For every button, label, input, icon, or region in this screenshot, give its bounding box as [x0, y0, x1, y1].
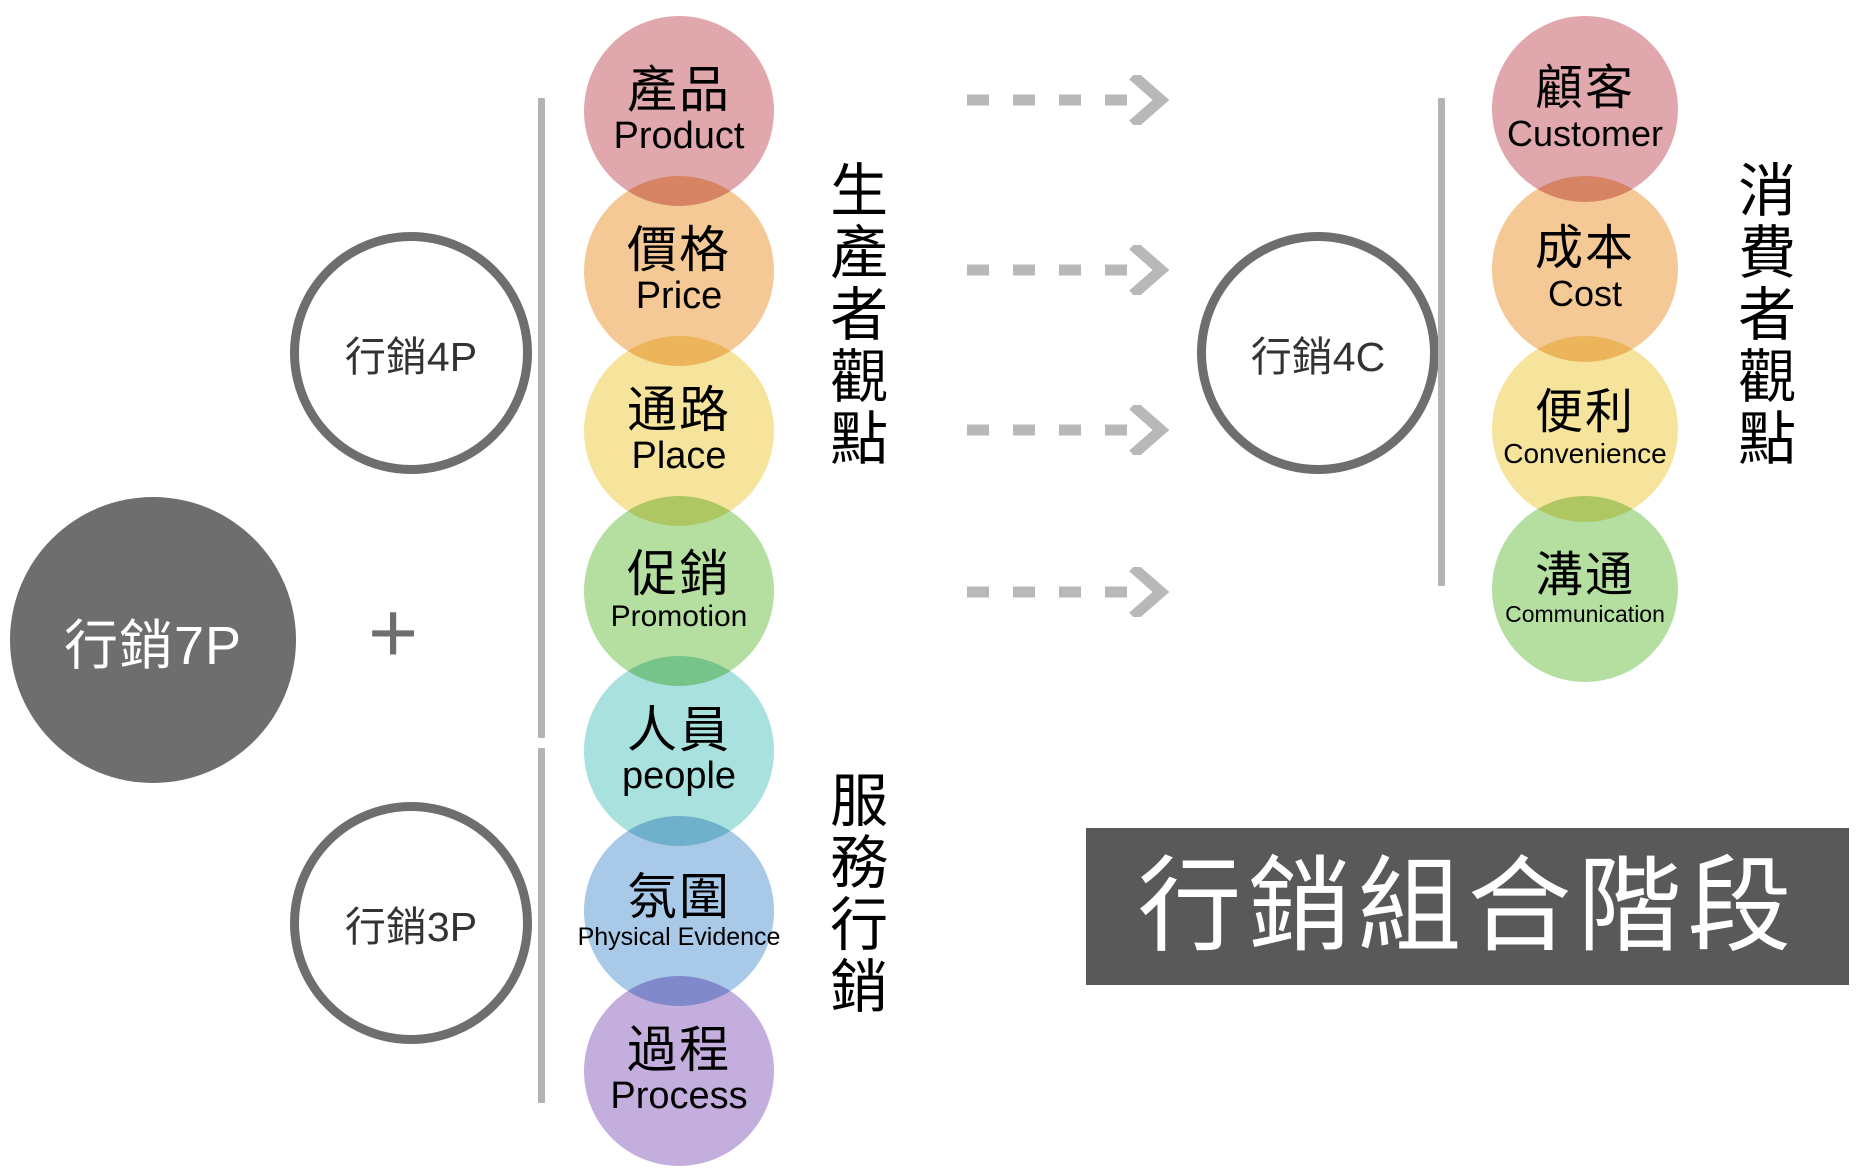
- bubble-customer: 顧客 Customer: [1492, 16, 1678, 202]
- bubble-communication-zh: 溝通: [1534, 548, 1635, 602]
- bubble-place-zh: 通路: [627, 382, 731, 439]
- group-ring-4c-label: 行銷4C: [1250, 334, 1386, 380]
- bracket-bar-4c: [1438, 98, 1445, 586]
- bubble-product-zh: 產品: [627, 62, 731, 119]
- bubble-customer-en: Customer: [1506, 113, 1664, 155]
- bracket-bar-3p: [538, 748, 545, 1103]
- bubble-communication-en: Communication: [1505, 600, 1665, 627]
- bubble-process: 過程 Process: [584, 976, 774, 1166]
- plus-sign: +: [368, 585, 419, 681]
- side-label-producer-view: 生產者觀點: [821, 160, 887, 470]
- bubble-price: 價格 Price: [584, 176, 774, 366]
- side-label-service-marketing: 服務行銷: [821, 770, 887, 1018]
- bubble-place: 通路 Place: [584, 336, 774, 526]
- bubble-process-zh: 過程: [627, 1022, 731, 1079]
- bubble-product-en: Product: [613, 115, 745, 158]
- bubble-price-en: Price: [635, 275, 723, 318]
- bubble-promotion: 促銷 Promotion: [584, 496, 774, 686]
- bubble-customer-zh: 顧客: [1534, 62, 1635, 116]
- side-label-consumer-view: 消費者觀點: [1729, 160, 1795, 470]
- arrow-place-to-convenience: [965, 401, 1180, 460]
- bubble-cost-en: Cost: [1547, 273, 1623, 315]
- bubble-product: 產品 Product: [584, 16, 774, 206]
- bubble-communication: 溝通 Communication: [1492, 496, 1678, 682]
- bubble-people-en: people: [621, 755, 737, 798]
- bubble-physical-evidence: 氛圍 Physical Evidence: [578, 816, 780, 1006]
- bubble-process-en: Process: [610, 1075, 748, 1118]
- bubble-convenience-zh: 便利: [1534, 386, 1635, 440]
- bubble-convenience-en: Convenience: [1503, 438, 1667, 470]
- bubble-promotion-zh: 促銷: [627, 546, 731, 603]
- bubble-promotion-en: Promotion: [610, 600, 748, 634]
- group-ring-4p-label: 行銷4P: [344, 334, 478, 380]
- root-circle-label: 行銷7P: [63, 615, 243, 676]
- bubble-cost-zh: 成本: [1534, 222, 1635, 276]
- bubble-people: 人員 people: [584, 656, 774, 846]
- bubble-people-zh: 人員: [627, 702, 731, 759]
- group-ring-4c: 行銷4C: [1197, 232, 1439, 474]
- arrow-product-to-customer: [965, 71, 1180, 130]
- bubble-price-zh: 價格: [627, 222, 731, 279]
- root-circle-7p: 行銷7P: [10, 497, 296, 783]
- page-title: 行銷組合階段: [1137, 848, 1798, 965]
- bubble-convenience: 便利 Convenience: [1492, 336, 1678, 522]
- bubble-physical-evidence-zh: 氛圍: [627, 868, 731, 925]
- bubble-physical-evidence-en: Physical Evidence: [577, 922, 781, 951]
- page-title-plate: 行銷組合階段: [1086, 828, 1849, 985]
- group-ring-4p: 行銷4P: [290, 232, 532, 474]
- arrow-promotion-to-communication: [965, 563, 1180, 622]
- bubble-cost: 成本 Cost: [1492, 176, 1678, 362]
- group-ring-3p: 行銷3P: [290, 802, 532, 1044]
- arrow-price-to-cost: [965, 241, 1180, 300]
- bubble-place-en: Place: [631, 435, 727, 478]
- group-ring-3p-label: 行銷3P: [344, 904, 478, 950]
- bracket-bar-4p: [538, 98, 545, 738]
